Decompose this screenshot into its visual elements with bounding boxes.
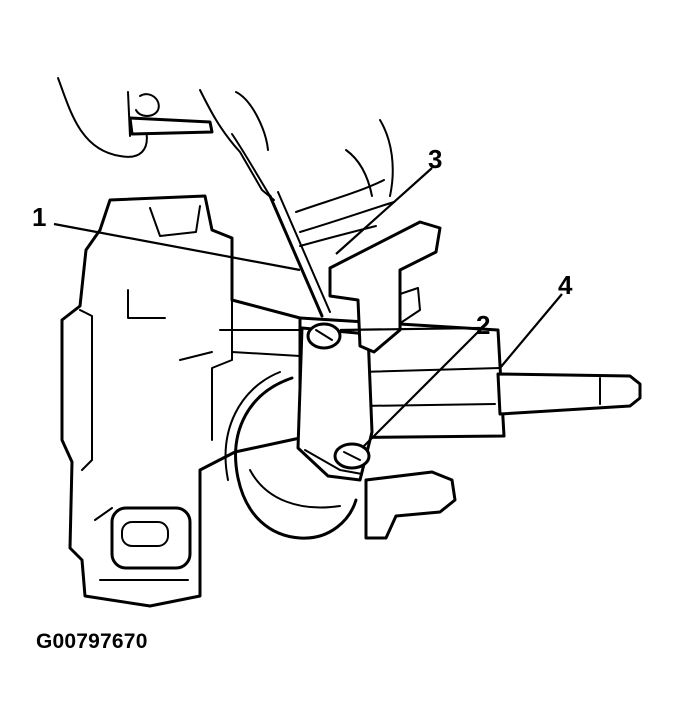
leader-2b [361,329,481,449]
callout-2: 2 [476,310,491,340]
callout-4: 4 [558,270,573,300]
column-housing [60,194,302,608]
leader-1 [53,222,301,272]
steering-shaft [496,372,642,416]
hand-with-hammer [57,77,275,201]
leader-3 [335,167,433,255]
hand-with-punch [231,119,395,318]
tilt-lever [364,470,457,540]
callout-3: 3 [428,144,443,174]
callout-leaders [53,167,563,449]
leader-2a [339,326,481,332]
callout-1: 1 [32,202,47,232]
lock-bracket [296,322,374,482]
leader-4 [499,293,563,369]
wire-harness [224,371,358,540]
figure-id-code: G00797670 [36,630,148,653]
